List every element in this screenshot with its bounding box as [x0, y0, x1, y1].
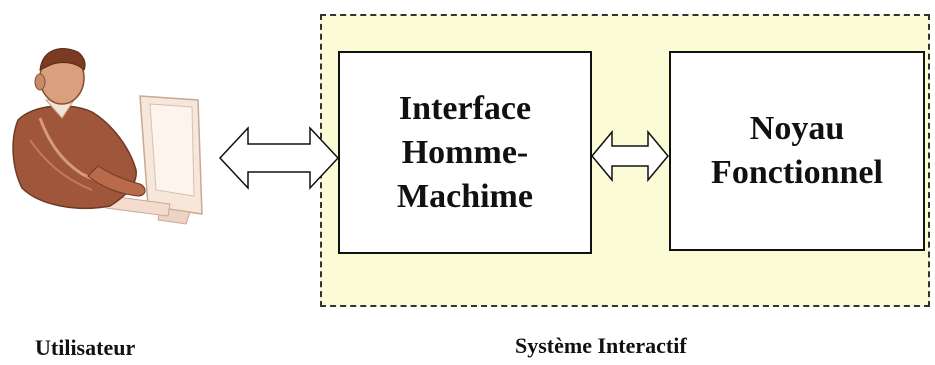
systeme-interactif-caption: Système Interactif	[515, 333, 687, 358]
ihm-label-line-2: Homme-	[401, 133, 529, 171]
double-arrow-ihm-noyau	[591, 129, 669, 183]
noyau-fonctionnel-box: Noyau Fonctionnel	[669, 51, 925, 251]
ihm-label-line-3: Machime	[397, 177, 533, 215]
noyau-label-line-1: Noyau	[749, 110, 845, 147]
noyau-label-line-2: Fonctionnel	[711, 154, 883, 191]
user-computer-icon	[12, 48, 203, 225]
ihm-label-line-1: Interface	[398, 89, 532, 127]
utilisateur-caption: Utilisateur	[35, 335, 136, 360]
double-arrow-user-ihm	[218, 126, 340, 190]
interface-homme-machine-box: Interface Homme- Machime	[338, 51, 592, 254]
